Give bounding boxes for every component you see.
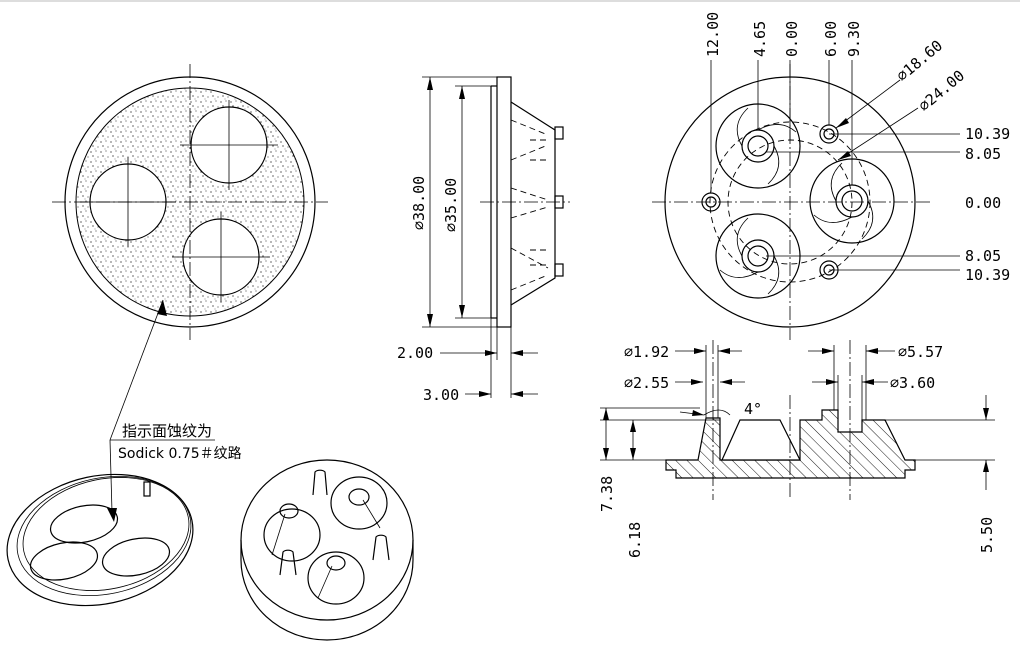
dim-h-10-39-bottom: 10.39 [965,266,1010,284]
texture-note-line2: Sodick 0.75＃纹路 [118,446,242,462]
side-view [422,76,570,398]
dim-v-6: 6.00 [822,21,840,57]
dim-d5-57: ⌀5.57 [898,343,943,361]
iso-front-view [6,473,194,607]
texture-note-line1: 指示面蚀纹为 [122,422,212,440]
dim-h6-18: 6.18 [626,522,644,558]
dim-t3: 3.00 [423,386,459,404]
dim-d18-60: ⌀18.60 [893,36,946,85]
dim-d3-60: ⌀3.60 [890,374,935,392]
dim-h-8-05-top: 8.05 [965,145,1001,163]
dim-h5-50: 5.50 [978,517,996,553]
dim-d35: ⌀35.00 [442,178,460,232]
dim-v-12: 12.00 [704,12,722,57]
section-view [600,340,995,500]
dim-d1-92: ⌀1.92 [624,343,669,361]
dim-v-4-65: 4.65 [751,21,769,57]
texture-leader [107,299,215,522]
dim-d38: ⌀38.00 [410,176,428,230]
dim-d2-55: ⌀2.55 [624,374,669,392]
dim-d24: ⌀24.00 [915,66,968,115]
dim-h-8-05-bottom: 8.05 [965,247,1001,265]
iso-back-view [240,459,414,641]
dim-h-0: 0.00 [965,194,1001,212]
textured-front-view [52,64,328,340]
dim-angle: 4° [744,400,762,418]
dim-h7-38: 7.38 [598,476,616,512]
dim-t2: 2.00 [397,344,433,362]
front-view [652,60,960,340]
dim-v-9-30: 9.30 [845,21,863,57]
dim-v-0: 0.00 [783,21,801,57]
dim-h-10-39-top: 10.39 [965,125,1010,143]
